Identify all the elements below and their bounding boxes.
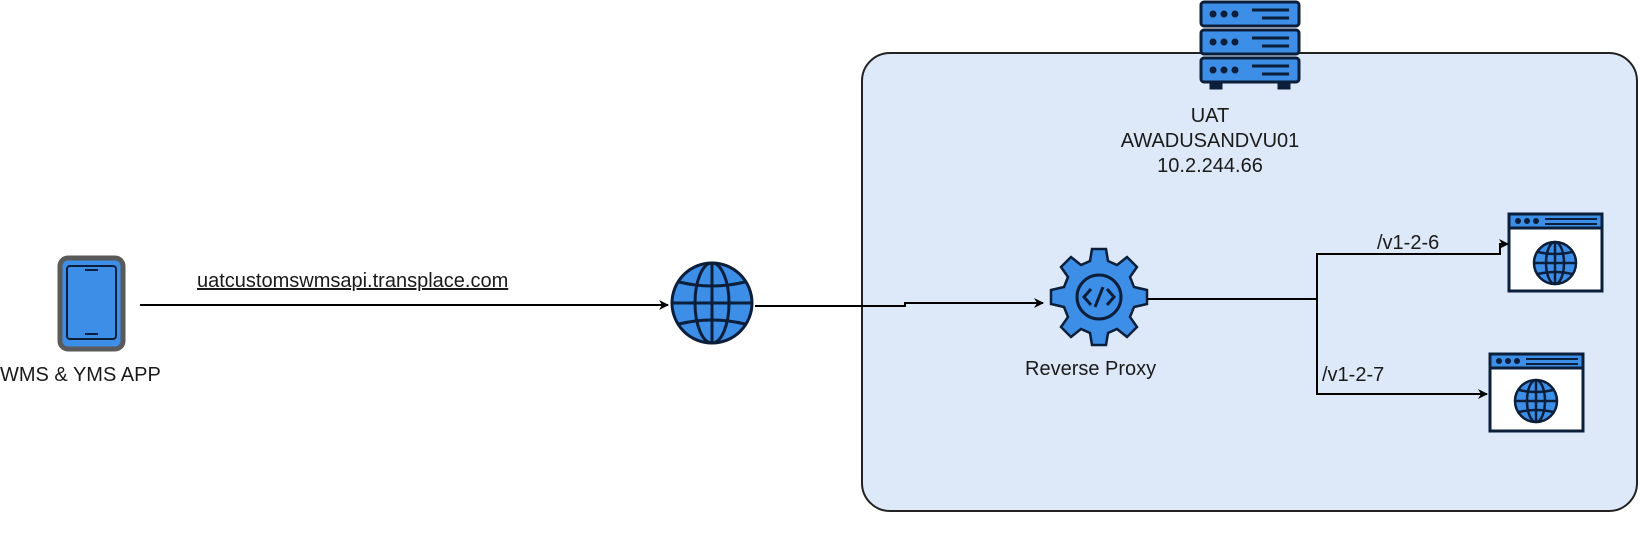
route-1-label: /v1-2-6 bbox=[1377, 232, 1440, 254]
web-app-window-icon[interactable] bbox=[1488, 352, 1585, 433]
web-app-window-icon[interactable] bbox=[1507, 212, 1604, 293]
proxy-label: Reverse Proxy bbox=[1025, 358, 1157, 380]
gear-code-icon[interactable] bbox=[1049, 247, 1149, 347]
mobile-phone-icon[interactable] bbox=[57, 255, 126, 352]
server-rack-icon bbox=[1199, 0, 1301, 90]
connector-route-1 bbox=[1316, 239, 1509, 299]
connector-internet-to-proxy bbox=[755, 298, 1044, 308]
server-hostname: AWADUSANDVU01 bbox=[1120, 130, 1300, 152]
client-label: WMS & YMS APP bbox=[0, 364, 161, 386]
server-info: UAT AWADUSANDVU01 10.2.244.66 bbox=[1090, 104, 1330, 179]
server-environment: UAT bbox=[1190, 105, 1230, 127]
connection-url[interactable]: uatcustomswmsapi.transplace.com bbox=[197, 270, 509, 292]
globe-icon[interactable] bbox=[670, 261, 754, 345]
server-ip: 10.2.244.66 bbox=[1157, 155, 1263, 177]
route-2-label: /v1-2-7 bbox=[1322, 364, 1385, 386]
connector-route-2 bbox=[1316, 299, 1488, 399]
